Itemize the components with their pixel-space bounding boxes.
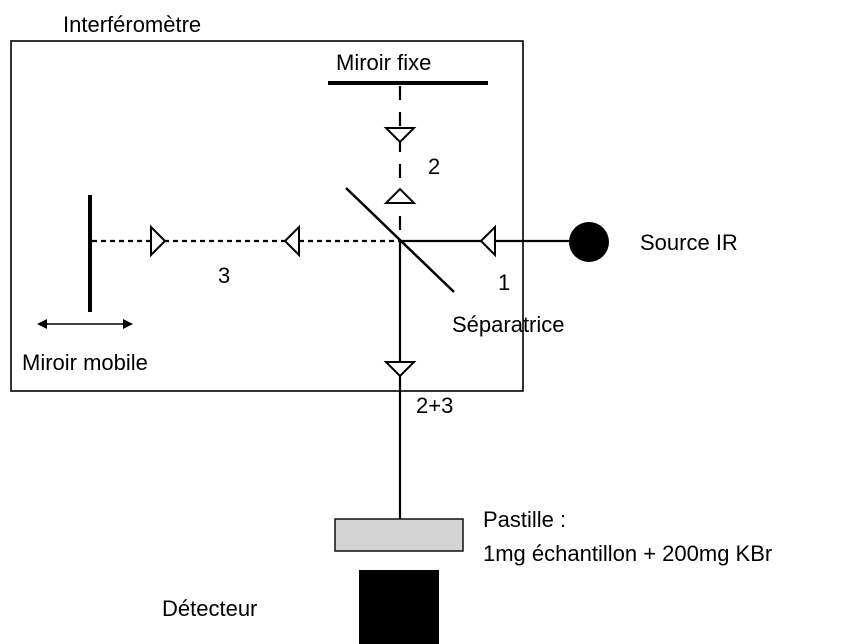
detector-label: Détecteur [162,596,257,621]
moving-mirror-motion-arrow [37,319,133,329]
interferometer-title: Interféromètre [63,12,201,37]
beam-3-arrow-out [283,224,300,258]
kbr-pellet [334,518,464,552]
moving-mirror-label: Miroir mobile [22,350,148,375]
ir-source-label: Source IR [640,230,738,255]
pellet-title: Pastille : [483,507,566,532]
ir-source [569,222,609,262]
pellet-composition: 1mg échantillon + 200mg KBr [483,541,772,566]
beam-2-arrow-down [383,127,417,144]
beam-splitter-label: Séparatrice [452,312,565,337]
beam-3-arrow-return [150,224,167,258]
detector [359,570,439,644]
beam-2-3-label: 2+3 [416,393,453,418]
fixed-mirror-label: Miroir fixe [336,50,431,75]
beam-2-label: 2 [428,154,440,179]
beam-3-label: 3 [218,263,230,288]
beam-2-arrow-up [383,187,417,204]
beam-1-arrow [479,224,496,258]
beam-2-3-arrow [383,361,417,378]
beam-1-label: 1 [498,270,510,295]
interferometer-enclosure [10,40,524,392]
